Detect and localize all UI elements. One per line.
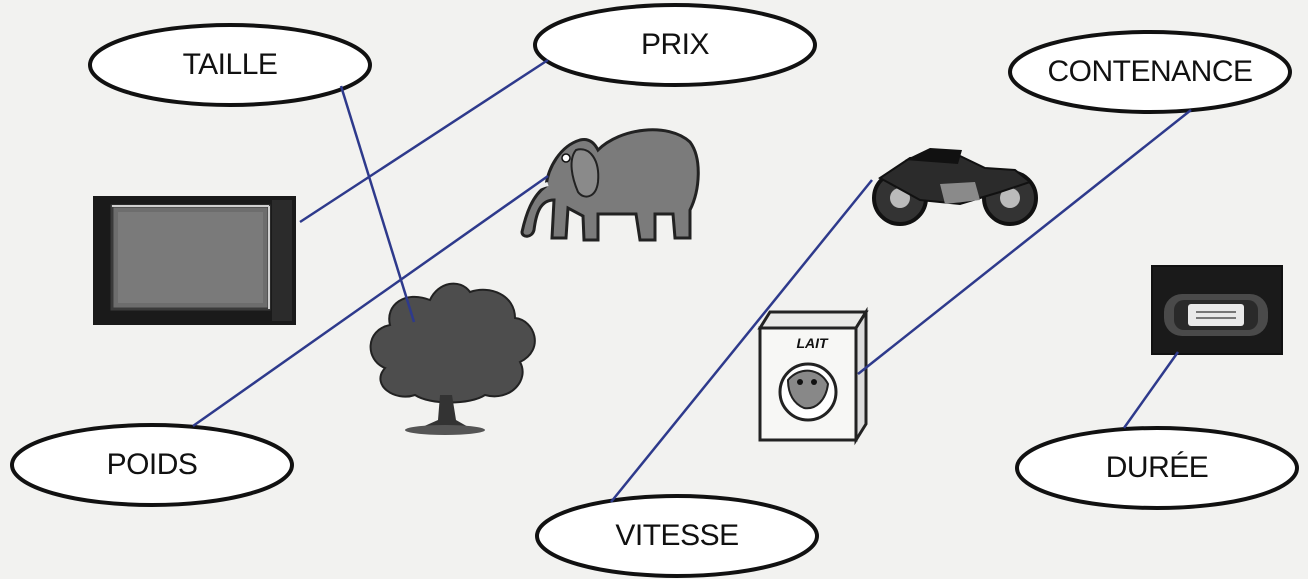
contenance-label: CONTENANCE — [1047, 55, 1253, 88]
duree-label: DURÉE — [1105, 451, 1209, 484]
line-taille-tree — [339, 85, 416, 323]
poids-label: POIDS — [106, 448, 198, 481]
duree-oval — [1015, 426, 1299, 510]
tree-image — [369, 282, 536, 435]
line-vitesse-motorcycle — [610, 179, 873, 503]
videocassette-image — [1151, 265, 1283, 355]
tv-image — [93, 196, 296, 325]
motorcycle-image — [872, 148, 1038, 226]
taille-label: TAILLE — [182, 48, 278, 81]
poids-oval — [10, 423, 294, 507]
taille-oval — [88, 23, 372, 107]
elephant-image — [520, 128, 700, 242]
prix-label: PRIX — [640, 28, 710, 61]
vitesse-label: VITESSE — [615, 519, 739, 552]
contenance-oval — [1008, 30, 1292, 114]
line-contenance-milk — [857, 109, 1192, 375]
milk-carton-label: LAIT — [796, 335, 829, 351]
vitesse-oval — [535, 494, 819, 578]
milk-carton-image: LAIT — [757, 306, 869, 446]
line-poids-elephant — [192, 174, 549, 428]
line-duree-cassette — [1122, 351, 1180, 429]
line-prix-tv — [299, 58, 549, 224]
prix-oval — [533, 3, 817, 87]
